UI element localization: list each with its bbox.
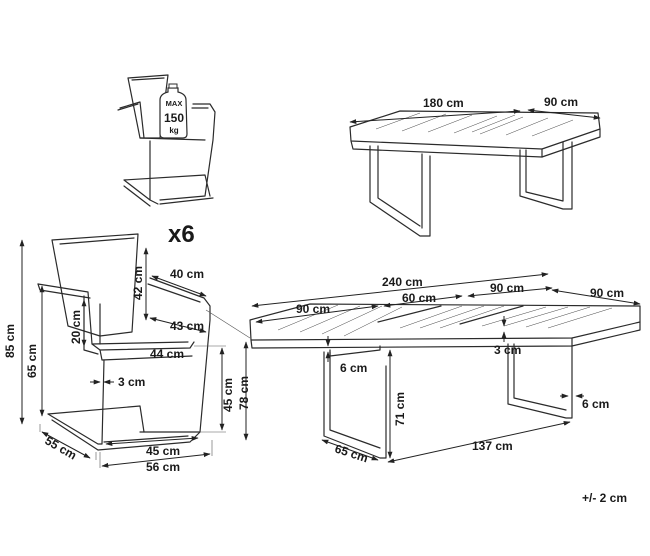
table-large-length: 240 cm bbox=[382, 275, 423, 289]
tolerance-label: +/- 2 cm bbox=[582, 491, 627, 505]
dim-90-small: 90 cm bbox=[527, 95, 601, 120]
quantity-label: x6 bbox=[168, 221, 195, 248]
dim-3-table: 3 cm bbox=[494, 316, 521, 357]
chair-armrest-level: 78 cm bbox=[237, 376, 251, 410]
dim-240: 240 cm bbox=[251, 272, 549, 308]
table-240-drawing bbox=[249, 303, 641, 459]
table-180-drawing bbox=[349, 110, 601, 237]
dim-42: 42 cm bbox=[131, 247, 149, 321]
weight-value: 150 bbox=[164, 111, 184, 125]
dim-85: 85 cm bbox=[3, 239, 25, 425]
chair-seat-depth: 44 cm bbox=[150, 347, 184, 361]
chair-height: 85 cm bbox=[3, 324, 17, 358]
dim-56: 56 cm bbox=[99, 440, 213, 474]
dim-90-left: 90 cm bbox=[255, 302, 379, 324]
table-small-length: 180 cm bbox=[423, 96, 464, 110]
table-small-width: 90 cm bbox=[544, 95, 578, 109]
table-large-section-right: 90 cm bbox=[490, 281, 524, 295]
dim-45-vertical: 45 cm bbox=[194, 345, 235, 433]
table-large-top-thickness: 6 cm bbox=[340, 361, 367, 375]
chair-depth: 55 cm bbox=[43, 433, 79, 462]
chair-drawing bbox=[37, 233, 211, 451]
dim-40: 40 cm bbox=[151, 267, 207, 297]
weight-max-label: MAX bbox=[166, 99, 183, 108]
dim-65: 65 cm bbox=[25, 285, 45, 417]
weight-badge: MAX 150 kg bbox=[159, 83, 188, 139]
dim-78: 78 cm bbox=[205, 309, 251, 441]
table-large-width: 90 cm bbox=[590, 286, 624, 300]
dim-90-large-width: 90 cm bbox=[551, 286, 641, 306]
weight-unit: kg bbox=[169, 126, 178, 135]
table-large-leg-width: 6 cm bbox=[582, 397, 609, 411]
dim-71: 71 cm bbox=[387, 349, 407, 459]
dim-137: 137 cm bbox=[387, 420, 571, 464]
chair-back-height: 42 cm bbox=[131, 266, 145, 300]
dim-6-leg: 6 cm bbox=[560, 393, 609, 411]
chair-seat-level: 45 cm bbox=[221, 378, 235, 412]
dim-180: 180 cm bbox=[349, 96, 521, 125]
table-large-leg-span: 137 cm bbox=[472, 439, 513, 453]
table-large-top-gap: 3 cm bbox=[494, 343, 521, 357]
dim-20: 20 cm bbox=[69, 299, 87, 347]
chair-base-width: 45 cm bbox=[146, 444, 180, 458]
chair-seat-height: 65 cm bbox=[25, 344, 39, 378]
chair-width: 56 cm bbox=[146, 460, 180, 474]
dim-6-top: 6 cm bbox=[325, 336, 367, 375]
table-large-section-left: 90 cm bbox=[296, 302, 330, 316]
dim-43: 43 cm bbox=[149, 317, 207, 333]
chair-thumbnail bbox=[117, 74, 216, 207]
chair-arm-depth: 40 cm bbox=[170, 267, 204, 281]
table-large-section-middle: 60 cm bbox=[402, 291, 436, 305]
chair-frame-offset: 3 cm bbox=[118, 375, 145, 389]
dim-60-middle: 60 cm bbox=[383, 291, 463, 308]
table-large-leg-depth: 65 cm bbox=[333, 442, 370, 466]
dim-90-right: 90 cm bbox=[467, 281, 553, 298]
chair-seat-width: 43 cm bbox=[170, 319, 204, 333]
chair-arm-height: 20 cm bbox=[69, 310, 83, 344]
dim-3-chair: 3 cm bbox=[90, 375, 145, 389]
table-large-height: 71 cm bbox=[393, 392, 407, 426]
